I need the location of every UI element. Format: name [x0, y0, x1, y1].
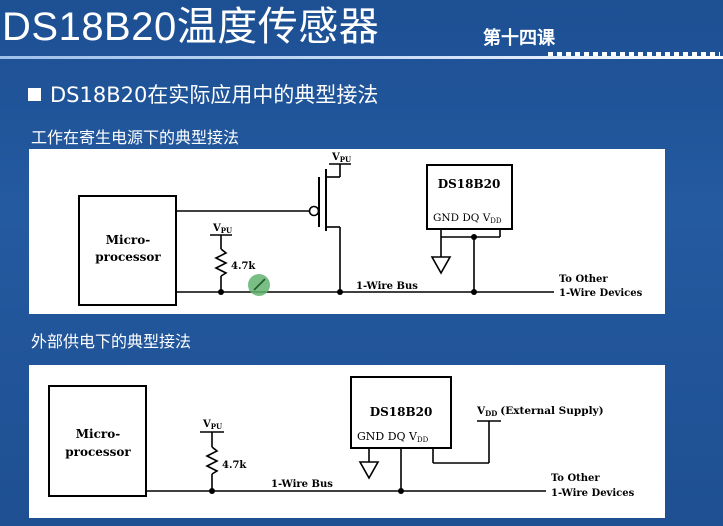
resistor-value: 4.7k: [231, 261, 256, 272]
section-heading: DS18B20在实际应用中的典型接法: [50, 83, 379, 107]
vpu-gate-label: VPU: [331, 152, 351, 164]
vdd-external-label: VDD(External Supply): [476, 405, 604, 418]
bus-label: 1-Wire Bus: [356, 281, 418, 292]
junction-dot: [209, 488, 215, 494]
other-devices-line2: 1-Wire Devices: [559, 288, 643, 299]
other-devices-line1: To Other: [551, 473, 600, 484]
junction-dot: [471, 234, 477, 240]
resistor-value: 4.7k: [222, 460, 247, 471]
other-devices-line1: To Other: [559, 274, 608, 285]
vpu-resistor-label: VPU: [212, 223, 232, 235]
external-power-caption: 外部供电下的典型接法: [31, 332, 192, 351]
mcu-label-line2: processor: [95, 250, 161, 264]
bullet-square-icon: [28, 88, 41, 101]
ds18b20-chip: [426, 164, 513, 230]
parasite-power-diagram: Micro- processor VPU VPU 4.7k DS18B20 GN…: [29, 149, 665, 314]
pullup-resistor: [205, 446, 219, 475]
chip-label: DS18B20: [370, 405, 433, 419]
pullup-resistor: [214, 248, 228, 277]
junction-dot: [337, 289, 343, 295]
bus-label: 1-Wire Bus: [271, 479, 333, 490]
junction-dot: [218, 289, 224, 295]
ground-symbol: [358, 461, 380, 480]
ground-symbol: [430, 256, 452, 275]
junction-dot: [398, 488, 404, 494]
parasite-circuit-svg: Micro- processor VPU VPU 4.7k DS18B20 GN…: [78, 152, 643, 306]
slide-title: DS18B20温度传感器: [2, 5, 380, 49]
mcu-label-line1: Micro-: [76, 427, 120, 441]
mcu-label-line2: processor: [65, 445, 131, 459]
external-circuit-svg: Micro- processor VPU 4.7k DS18B20 GND DQ…: [48, 376, 635, 499]
other-devices-line2: 1-Wire Devices: [551, 488, 635, 499]
vpu-label: VPU: [202, 419, 222, 431]
mosfet-gate-bubble: [308, 205, 320, 217]
external-power-diagram: Micro- processor VPU 4.7k DS18B20 GND DQ…: [29, 365, 665, 518]
chip-label: DS18B20: [438, 177, 501, 191]
parasite-power-caption: 工作在寄生电源下的典型接法: [31, 128, 240, 147]
mcu-label-line1: Micro-: [106, 233, 150, 247]
title-dot-decoration: [548, 52, 720, 56]
microprocessor-box: [78, 195, 177, 306]
junction-dot: [471, 289, 477, 295]
chip-pins: GND DQ VDD: [357, 430, 429, 444]
lesson-label: 第十四课: [483, 28, 555, 49]
title-underline: [0, 56, 723, 59]
chip-pins: GND DQ VDD: [433, 212, 502, 225]
pointer-arrow-icon: [253, 278, 266, 291]
microprocessor-box: [48, 385, 147, 497]
